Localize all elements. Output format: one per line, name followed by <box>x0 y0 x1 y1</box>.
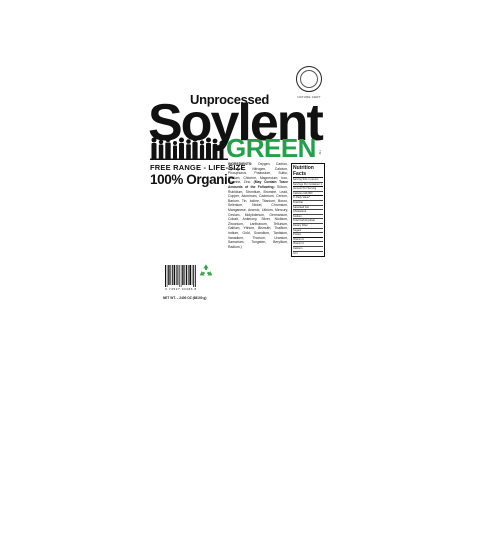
ingredients-panel: INGREDIENTS: Oxygen, Carbon, Hydrogen, N… <box>228 162 288 249</box>
nutrition-line: Iron <box>293 251 298 255</box>
product-kicker: Unprocessed <box>190 92 270 107</box>
nutrition-line: Total Carbohydrate <box>293 219 323 224</box>
nutrition-line: Dietary Fiber <box>293 224 323 229</box>
barcode-icon <box>164 265 197 287</box>
ingredients-trace-heading: (May Contain Trace Amounts of the Follow… <box>228 180 288 189</box>
net-weight: NET WT. – 2400 OZ (68100 g) <box>163 296 207 300</box>
nutrition-line: Sodium <box>293 215 323 220</box>
barcode-number: 0 74527 03486 8 <box>165 287 197 291</box>
nutrition-line: Calcium <box>293 247 323 252</box>
seal-caption: NATURE CERT <box>297 95 321 99</box>
ingredients-trace-body: Silicon, Rubidium, Strontium, Bromine, L… <box>228 184 288 249</box>
recycle-icon <box>199 264 213 276</box>
nutrition-line: Calories 110,000 <box>293 192 323 197</box>
nutrition-line: Saturated Fat <box>293 206 323 211</box>
brand-name: Soylent <box>148 94 324 152</box>
nutrition-line: Vitamin C <box>293 242 323 247</box>
nutrition-line: Total Fat <box>293 201 323 206</box>
nutrition-facts-title: Nutrition Facts <box>293 165 323 178</box>
nutrition-line: Cholesterol <box>293 210 323 215</box>
nutrition-line: Sugars <box>293 229 323 234</box>
nutrition-facts-panel: Nutrition Facts Serving Size 1 person Se… <box>291 163 325 258</box>
nutrition-line: Amount Per Serving <box>293 187 323 192</box>
nutrition-line: % Daily Value* <box>293 196 323 201</box>
nutrition-line: Servings Per Container 1 <box>293 182 323 188</box>
ingredients-heading: INGREDIENTS: <box>228 162 253 166</box>
product-variant: GREEN <box>226 133 316 163</box>
nutrition-line: Serving Size 1 person <box>293 178 323 183</box>
organic-seal-inner <box>300 70 318 88</box>
nutrition-line: Protein <box>293 233 323 238</box>
product-tagline: FREE RANGE - LIFE-SIZE <box>150 163 246 172</box>
organic-seal-icon <box>296 66 322 92</box>
organic-claim: 100% Organic <box>150 172 235 187</box>
trademark-mark: TM <box>318 150 322 155</box>
nutrition-line: Vitamin A <box>293 238 323 243</box>
people-silhouettes-icon <box>150 136 228 160</box>
ingredients-body: Oxygen, Carbon, Hydrogen, Nitrogen, Calc… <box>228 162 288 185</box>
